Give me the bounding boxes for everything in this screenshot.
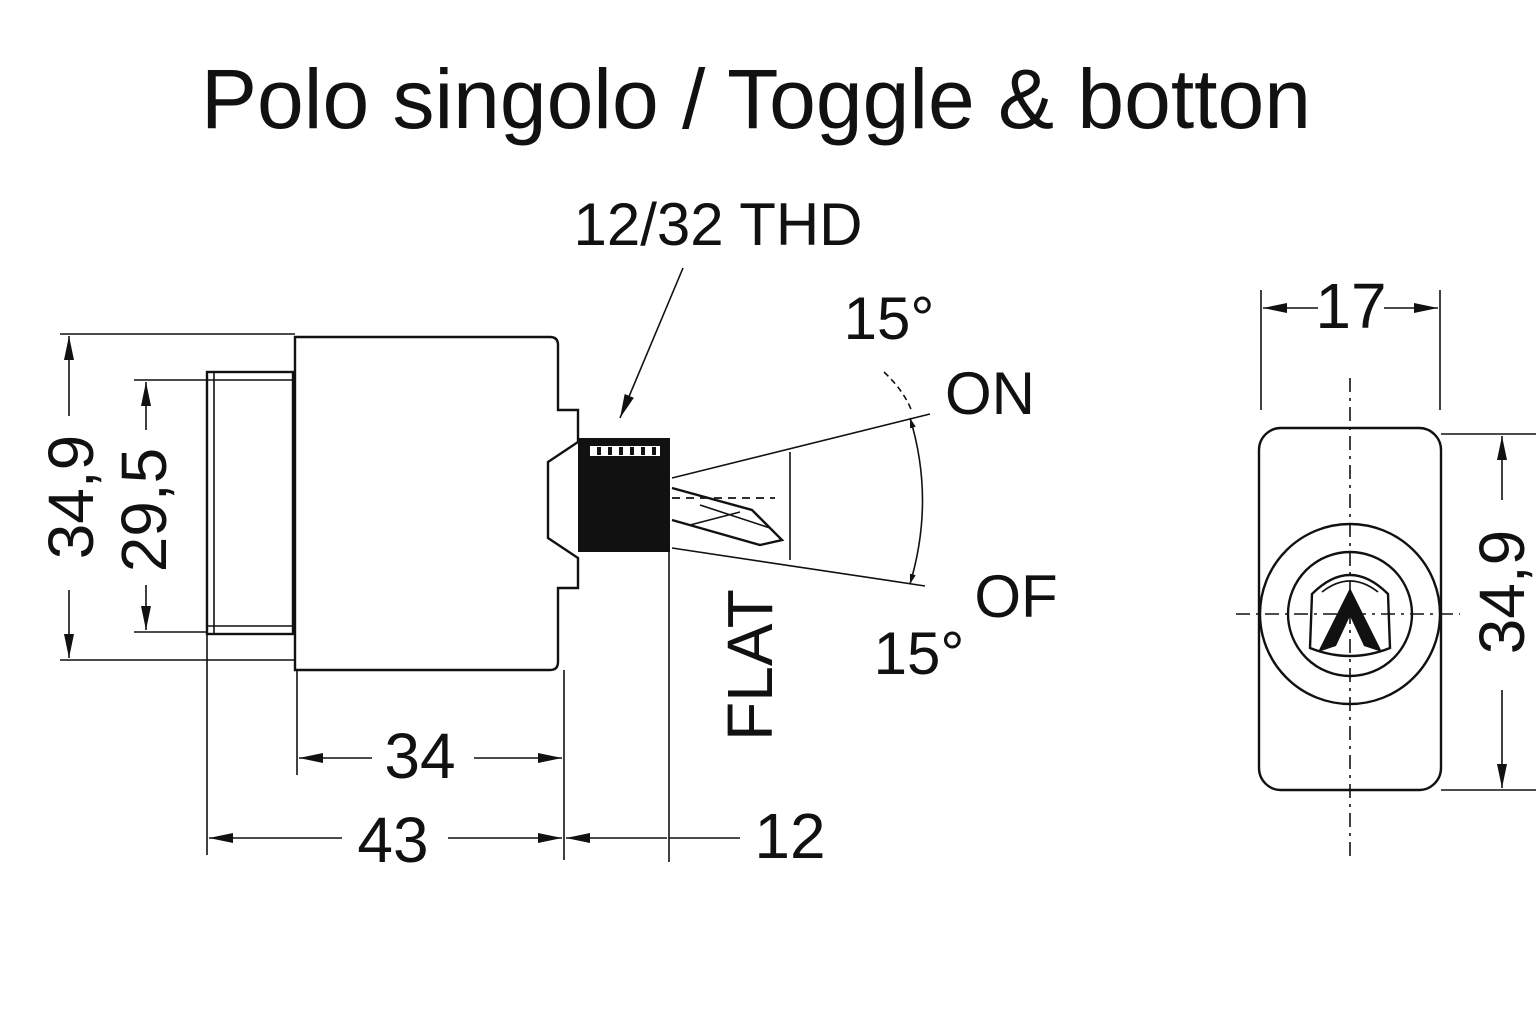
height-inner-value: 29,5	[108, 448, 180, 573]
dimension-height-outer: 34,9	[35, 333, 295, 661]
angle-top-label: 15°	[844, 285, 935, 352]
threaded-bushing	[578, 438, 670, 552]
dimension-plate-height: 34,9	[1441, 433, 1536, 791]
plate-width-value: 17	[1315, 270, 1386, 342]
front-view: 17 34,9	[1236, 270, 1536, 858]
plate-height-value: 34,9	[1466, 530, 1536, 655]
flat-label: FLAT	[714, 589, 786, 741]
thread-length-value: 12	[754, 800, 825, 872]
dimension-total-length: 43	[206, 634, 562, 876]
switch-body	[293, 335, 580, 672]
total-length-value: 43	[357, 804, 428, 876]
on-label: ON	[945, 360, 1035, 427]
angle-bottom-label: 15°	[874, 620, 965, 687]
bezel-outer-ring	[1258, 522, 1442, 706]
off-label: OF	[974, 563, 1057, 630]
dimension-thread-length: 12	[566, 552, 826, 872]
thread-leader	[619, 267, 684, 419]
side-view: 12/32 THD 15° ON OF 15° FLAT 34,9 29,5 3	[35, 191, 1058, 876]
rear-cap	[205, 370, 295, 636]
lever-head	[1308, 573, 1392, 658]
dimension-height-inner: 29,5	[108, 379, 207, 633]
height-outer-value: 34,9	[35, 435, 107, 560]
thread-label: 12/32 THD	[573, 191, 862, 258]
angle-construction	[671, 371, 931, 587]
body-length-value: 34	[384, 720, 455, 792]
dimension-body-length: 34	[296, 670, 565, 860]
diagram-title: Polo singolo / Toggle & botton	[201, 52, 1311, 146]
toggle-lever	[671, 486, 785, 547]
bezel-inner-ring	[1286, 550, 1414, 678]
dimension-plate-width: 17	[1260, 270, 1441, 410]
